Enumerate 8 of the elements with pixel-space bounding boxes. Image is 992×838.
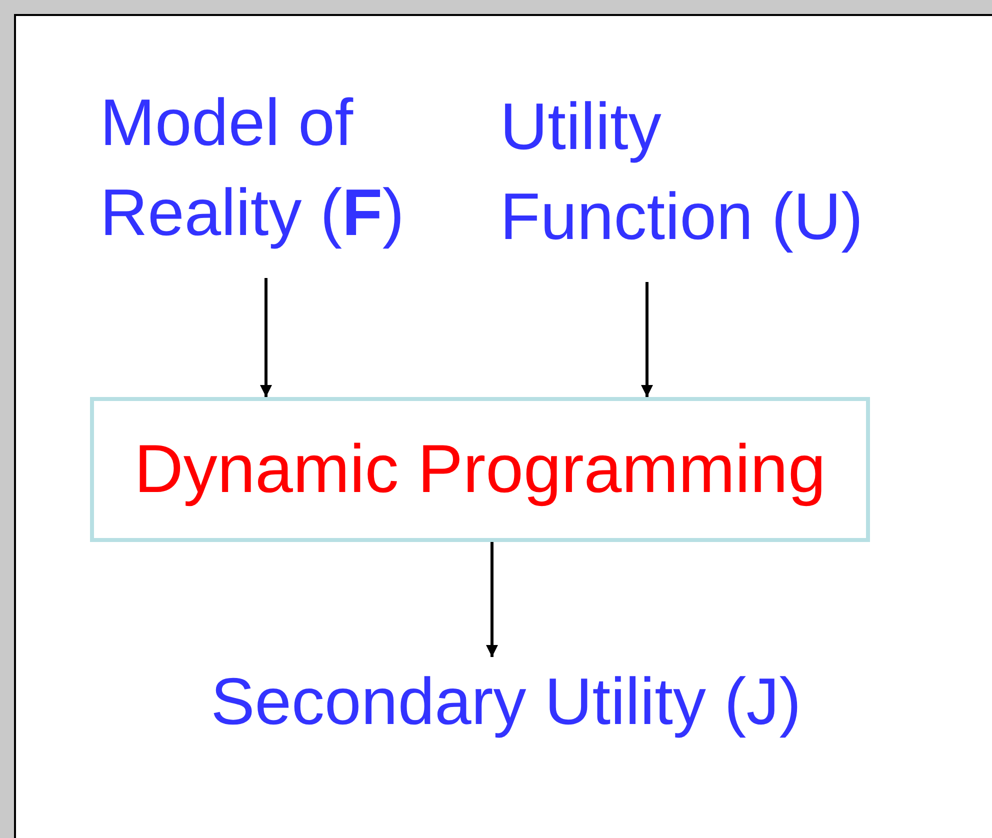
node-label: Model of Reality (F) [100, 84, 406, 251]
node-label: Utility Function (U) [500, 88, 864, 255]
arrow [486, 542, 498, 657]
process-box [90, 397, 870, 542]
box-label: Dynamic Programming [134, 430, 826, 510]
arrow [260, 278, 272, 397]
node-label: Secondary Utility (J) [210, 663, 802, 740]
arrow [641, 282, 653, 397]
